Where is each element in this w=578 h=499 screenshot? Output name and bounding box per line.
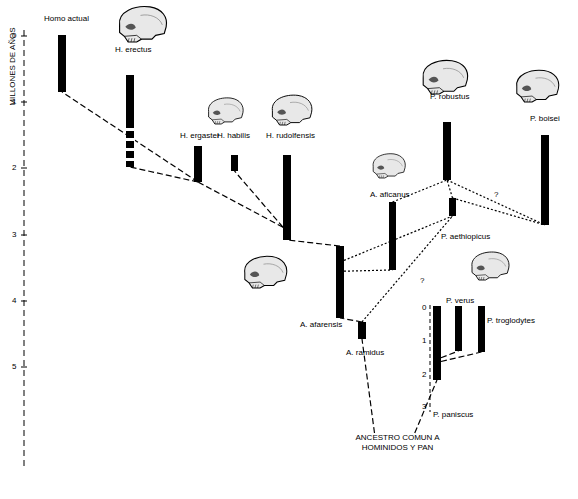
axis-number: 1 bbox=[422, 336, 426, 345]
ancestor-box: ANCESTRO COMUN A HOMINIDOS Y PAN bbox=[340, 433, 455, 453]
time-axis bbox=[24, 30, 25, 470]
lineage-connector bbox=[344, 270, 393, 271]
species-label: P. paniscus bbox=[433, 410, 473, 419]
lineage-connector bbox=[287, 240, 340, 246]
species-range-bar: P. boisei bbox=[541, 135, 549, 225]
species-label: P. verus bbox=[446, 296, 474, 305]
species-label: H. erectus bbox=[115, 45, 151, 54]
skull-drawing bbox=[245, 256, 287, 288]
axis-number: 0 bbox=[12, 31, 16, 40]
axis-number: 2 bbox=[12, 163, 16, 172]
skull-drawing bbox=[472, 252, 509, 280]
lineage-connector bbox=[130, 167, 198, 182]
axis-number: 3 bbox=[12, 230, 16, 239]
species-range-bar: H. erectus bbox=[126, 75, 134, 167]
lineage-connector bbox=[235, 171, 284, 227]
axis-number: 3 bbox=[422, 402, 426, 411]
lineage-connector bbox=[198, 182, 283, 227]
skull-drawing bbox=[373, 154, 405, 178]
species-label: A. aficanus bbox=[370, 190, 410, 199]
lineage-connector bbox=[453, 198, 546, 225]
lineage-connector bbox=[344, 216, 453, 260]
ancestor-label: ANCESTRO COMUN A HOMINIDOS Y PAN bbox=[340, 433, 455, 453]
axis-ticks bbox=[21, 36, 27, 367]
skull-drawing bbox=[272, 95, 312, 125]
axis-number: 0 bbox=[422, 303, 426, 312]
lineage-connector bbox=[447, 180, 545, 225]
skull-drawing bbox=[208, 98, 243, 124]
species-label: P. robustus bbox=[430, 92, 469, 101]
uncertainty-mark: ? bbox=[420, 276, 424, 285]
species-label: H. habilis bbox=[217, 131, 250, 140]
species-label: A. ramidus bbox=[346, 348, 384, 357]
skull-drawing bbox=[423, 60, 468, 94]
species-range-bar: P. robustus bbox=[443, 122, 451, 180]
species-label: H. ergaster bbox=[180, 131, 220, 140]
species-range-bar: H. rudolfensis bbox=[283, 155, 291, 240]
species-range-bar: A. aficanus bbox=[389, 202, 396, 270]
species-label: P. troglodytes bbox=[487, 316, 535, 325]
uncertainty-mark: ? bbox=[494, 190, 498, 199]
lineage-connector bbox=[415, 380, 437, 433]
species-range-bar: P. aethiopicus bbox=[449, 198, 456, 216]
axis-number: 2 bbox=[422, 370, 426, 379]
lineage-connector bbox=[441, 352, 482, 362]
species-label: A. afarensis bbox=[300, 320, 342, 329]
species-range-bar: P. paniscus bbox=[433, 306, 441, 380]
axis-number: 1 bbox=[12, 97, 16, 106]
species-label: P. aethiopicus bbox=[441, 232, 490, 241]
lineage-connector bbox=[441, 351, 459, 358]
axis-number: 5 bbox=[12, 362, 16, 371]
species-range-bar: H. ergaster bbox=[194, 146, 202, 182]
species-range-bar: P. verus bbox=[455, 306, 462, 351]
species-range-bar: A. ramidus bbox=[358, 322, 366, 339]
species-label: H. rudolfensis bbox=[266, 131, 315, 140]
skull-drawing bbox=[517, 70, 559, 102]
species-label: Homo actual bbox=[44, 14, 89, 23]
species-range-bar: Homo actual bbox=[58, 35, 66, 92]
species-range-bar: P. troglodytes bbox=[478, 306, 485, 352]
uncertainty-mark: ? bbox=[285, 218, 289, 227]
skull-drawing bbox=[119, 7, 166, 42]
species-range-bar: H. habilis bbox=[231, 155, 238, 171]
species-label: P. boisei bbox=[530, 114, 560, 123]
species-range-bar: A. afarensis bbox=[336, 246, 344, 318]
axis-number: 4 bbox=[12, 296, 16, 305]
